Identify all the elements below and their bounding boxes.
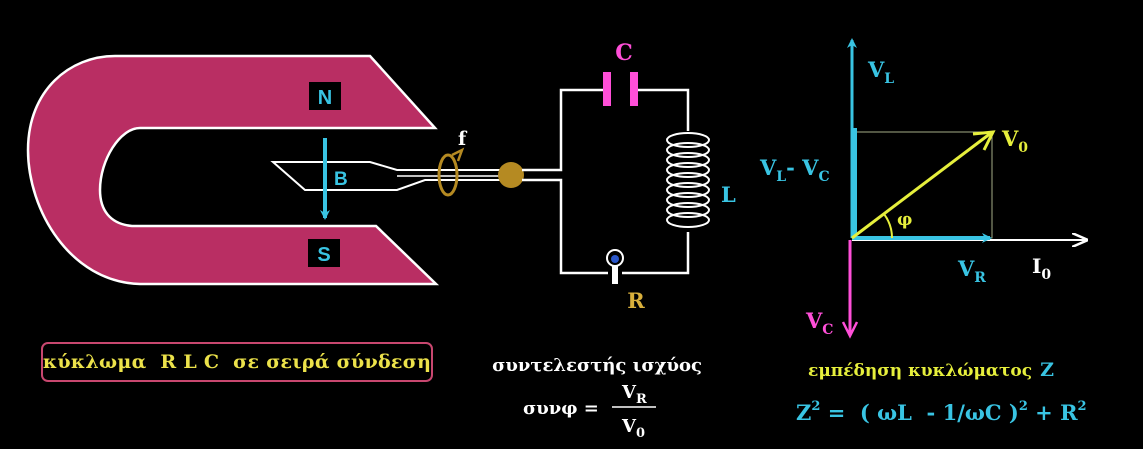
power-factor-formula: συντελεστής ισχύος συνφ = VR V0 [492, 355, 702, 441]
horseshoe-magnet: N S [26, 54, 440, 286]
circuit-caption: κύκλωμα R L C σε σειρά σύνδεση [41, 342, 433, 382]
power-factor-lhs: συνφ = [523, 398, 599, 419]
capacitor-plate-right [630, 72, 638, 106]
power-factor-denominator: V0 [621, 416, 645, 441]
resistor-label: R [627, 288, 645, 313]
vc-label: VC [805, 308, 833, 338]
magnet-body [26, 54, 440, 286]
inductor-label: L [721, 182, 736, 207]
vc-arrowhead [841, 321, 859, 339]
inductor-coil [666, 132, 710, 228]
capacitor-plate-left [603, 72, 611, 106]
circuit-wire [522, 88, 690, 275]
vr-label: VR [957, 256, 986, 286]
resistor-symbol [606, 249, 624, 284]
rotating-loop [270, 161, 506, 191]
north-pole-box [309, 82, 341, 110]
south-pole-label: S [317, 244, 330, 266]
vector-v0 [851, 131, 992, 240]
rlc-circuit: C L R [522, 40, 736, 313]
frequency-label: f [458, 128, 468, 150]
phasor-diagram: VL VL- VC V0 φ VR I0 VC [759, 38, 1086, 339]
i0-label: I0 [1032, 254, 1051, 283]
north-pole-label: N [318, 87, 332, 109]
rotation-arrow [437, 147, 465, 197]
vl-label: VL [867, 57, 894, 87]
impedance-equation: Z2 = ( ωL - 1/ωC )2 + R2 [796, 399, 1087, 425]
v0-label: V0 [1001, 126, 1028, 156]
b-field-label: B [334, 169, 348, 190]
phi-label: φ [897, 210, 912, 230]
power-factor-numerator: VR [621, 382, 647, 407]
vl-minus-vc-label: VL- VC [759, 155, 830, 185]
v0-arrowhead [972, 130, 996, 151]
capacitor-label: C [615, 40, 633, 66]
power-factor-title: συντελεστής ισχύος [492, 355, 702, 376]
slip-ring-contact [498, 162, 524, 188]
south-pole-box [308, 239, 340, 267]
phi-arc [883, 213, 893, 239]
